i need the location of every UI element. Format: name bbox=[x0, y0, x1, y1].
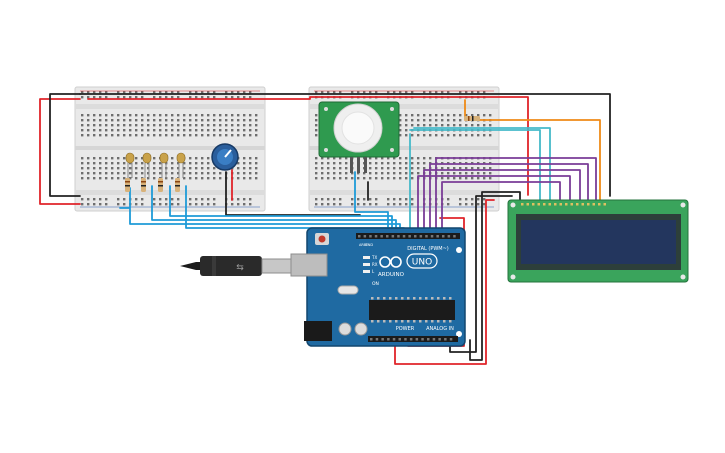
rx-label: RX bbox=[372, 262, 378, 267]
arduino-uno-board[interactable]: UNO ARDUINO DIGITAL (PWM~) POWER ANALOG … bbox=[290, 227, 466, 347]
aref-label: AREF bbox=[359, 243, 368, 247]
usb-icon: ⇆ bbox=[236, 263, 244, 273]
wire-black-left-loop bbox=[49, 93, 81, 197]
led-3 bbox=[159, 152, 169, 178]
resistor-2 bbox=[141, 178, 146, 192]
arduino-brand-label: ARDUINO bbox=[378, 272, 405, 278]
analog-in-label: ANALOG IN bbox=[426, 326, 454, 332]
l-label: L bbox=[372, 269, 375, 274]
pir-sensor[interactable] bbox=[318, 101, 400, 173]
potentiometer[interactable] bbox=[211, 143, 239, 171]
wire-purple-3 bbox=[429, 163, 589, 233]
wire-purple-4 bbox=[435, 157, 597, 233]
resistor-3 bbox=[158, 178, 163, 192]
wire-black-pot bbox=[225, 171, 361, 216]
gnd-label: GND bbox=[365, 243, 373, 247]
wire-black-lcd bbox=[469, 191, 521, 361]
led-group bbox=[125, 152, 186, 178]
wire-purple-1 bbox=[417, 175, 571, 233]
digital-pwm-label: DIGITAL (PWM~) bbox=[407, 246, 449, 252]
resistor-group bbox=[125, 116, 480, 192]
resistor-top bbox=[464, 116, 480, 121]
led-1 bbox=[125, 152, 135, 178]
breadboard-right[interactable] bbox=[308, 86, 500, 212]
wire-blue-pir bbox=[354, 171, 389, 233]
resistor-4 bbox=[175, 178, 180, 192]
uno-label: UNO bbox=[412, 258, 432, 268]
wire-black-top bbox=[79, 93, 611, 197]
wire-purple-5 bbox=[441, 181, 561, 233]
led-4 bbox=[176, 152, 186, 178]
tx-label: TX bbox=[371, 255, 377, 260]
wire-red-left-loop bbox=[39, 98, 81, 205]
power-label: POWER bbox=[396, 326, 415, 332]
resistor-1 bbox=[125, 178, 130, 192]
wire-red-arduino bbox=[394, 199, 495, 365]
wire-blue-3 bbox=[169, 185, 393, 233]
on-label: ON bbox=[372, 281, 379, 287]
lcd-display[interactable] bbox=[507, 199, 689, 283]
usb-cable: ⇆ bbox=[180, 256, 292, 276]
wire-blue-2 bbox=[151, 185, 397, 233]
wire-orange bbox=[464, 99, 601, 201]
arduino-logo-icon bbox=[379, 256, 402, 268]
wire-purple-2 bbox=[423, 169, 581, 233]
led-2 bbox=[142, 152, 152, 178]
